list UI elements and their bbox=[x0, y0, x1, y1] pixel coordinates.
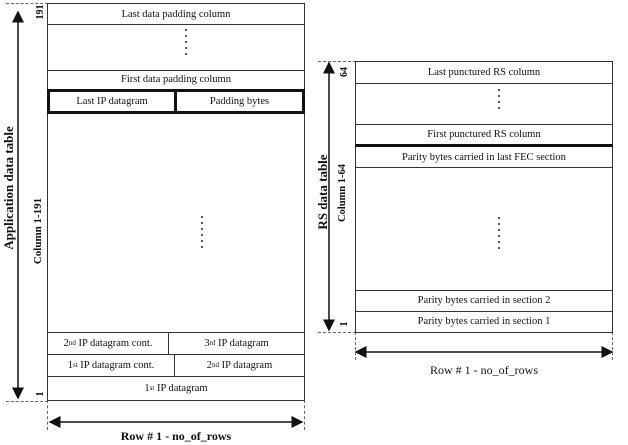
app-left-dash bbox=[47, 400, 48, 430]
last-ip-row: Last IP datagram Padding bytes bbox=[47, 89, 305, 114]
rs-axis-label: RS data table bbox=[315, 154, 330, 230]
first-cont-text: IP datagram cont. bbox=[80, 359, 155, 371]
punctured-ellipsis bbox=[498, 89, 500, 109]
second-cont-ord: 2 bbox=[63, 337, 69, 349]
first-text: IP datagram bbox=[156, 382, 208, 394]
app-bottom-tick: 1 bbox=[35, 391, 46, 397]
first-cont-ord: 1 bbox=[67, 359, 73, 371]
rs-column-label: Column 1-64 bbox=[337, 163, 348, 223]
rs-row-axis-label: Row # 1 - no_of_rows bbox=[430, 363, 538, 377]
third-ord: 3 bbox=[204, 337, 210, 349]
application-data-table: Last data padding column First data padd… bbox=[47, 3, 305, 401]
rs-top-tick: 64 bbox=[339, 67, 350, 77]
parity-section-1: Parity bytes carried in section 1 bbox=[417, 316, 551, 327]
app-axis-label: Application data table bbox=[1, 126, 16, 250]
app-top-dash bbox=[6, 3, 48, 4]
datagram-ellipsis bbox=[201, 216, 203, 248]
first-punctured-rs-column: First punctured RS column bbox=[427, 128, 541, 140]
rs-data-table: Last punctured RS column First punctured… bbox=[355, 61, 613, 333]
app-row-axis-label: Row # 1 - no_of_rows bbox=[120, 429, 232, 443]
third-text: IP datagram bbox=[218, 337, 269, 349]
app-bottom-dash bbox=[6, 401, 48, 402]
second-ord: 2 bbox=[206, 359, 212, 371]
last-ip-datagram: Last IP datagram bbox=[76, 96, 148, 107]
first-data-padding-column: First data padding column bbox=[121, 74, 231, 85]
second-cont-text: IP datagram cont. bbox=[78, 337, 153, 349]
last-punctured-rs-column: Last punctured RS column bbox=[427, 67, 541, 78]
app-column-label: Column 1-191 bbox=[32, 197, 44, 265]
rs-left-dash bbox=[355, 332, 356, 360]
app-top-tick: 191 bbox=[35, 4, 46, 20]
rs-right-dash bbox=[612, 332, 613, 360]
app-right-dash bbox=[304, 400, 305, 430]
last-data-padding-column: Last data padding column bbox=[121, 8, 231, 20]
rs-top-dash bbox=[318, 61, 356, 62]
rs-bottom-tick: 1 bbox=[339, 321, 350, 327]
first-ord: 1 bbox=[144, 382, 150, 394]
second-text: IP datagram bbox=[221, 359, 273, 371]
padding-bytes: Padding bytes bbox=[174, 92, 302, 111]
parity-last-fec-section: Parity bytes carried in last FEC section bbox=[402, 151, 566, 163]
parity-ellipsis bbox=[498, 217, 500, 249]
padding-ellipsis bbox=[185, 29, 187, 55]
parity-section-2: Parity bytes carried in section 2 bbox=[417, 295, 551, 306]
rs-bottom-dash bbox=[318, 332, 356, 333]
